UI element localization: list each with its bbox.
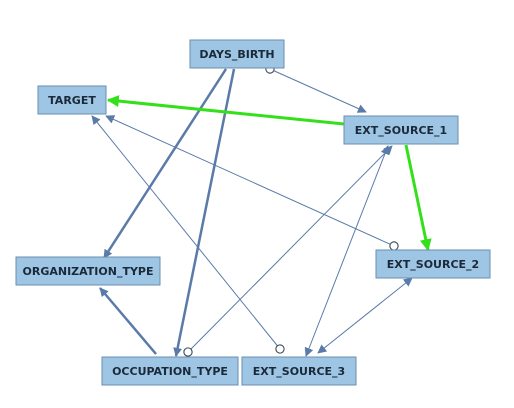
edge-days-birth-to-organization-type bbox=[102, 68, 228, 259]
node-box bbox=[37, 85, 107, 115]
edge-ext-source-2-to-ext-source-3 bbox=[317, 277, 413, 354]
node-label: EXT_SOURCE_3 bbox=[253, 365, 345, 378]
node-box bbox=[343, 115, 459, 145]
node-box bbox=[101, 356, 239, 386]
node-label: TARGET bbox=[48, 94, 96, 107]
node-label: DAYS_BIRTH bbox=[199, 48, 274, 61]
node-box bbox=[241, 356, 357, 386]
edge-occupation-type-to-organization-type bbox=[99, 287, 157, 355]
nodes-layer: DAYS_BIRTH TARGET EXT_SOURCE_1ORGANIZATION… bbox=[15, 39, 491, 386]
node-label: ORGANIZATION_TYPE bbox=[23, 265, 154, 278]
node-label: OCCUPATION_TYPE bbox=[112, 365, 228, 378]
node-box bbox=[15, 256, 161, 286]
node-days-birth[interactable]: DAYS_BIRTH bbox=[189, 39, 285, 69]
node-occupation-type[interactable]: OCCUPATION_TYPE bbox=[101, 356, 239, 386]
node-ext-source-2[interactable]: EXT_SOURCE_2 bbox=[375, 249, 491, 279]
node-label: EXT_SOURCE_2 bbox=[387, 258, 479, 271]
node-target[interactable]: TARGET bbox=[37, 85, 107, 115]
node-ext-source-3[interactable]: EXT_SOURCE_3 bbox=[241, 356, 357, 386]
edges-layer bbox=[91, 64, 432, 357]
node-box bbox=[375, 249, 491, 279]
node-box bbox=[189, 39, 285, 69]
node-organization-type[interactable]: ORGANIZATION_TYPE bbox=[15, 256, 161, 286]
edge-occupation-type-to-ext-source-1 bbox=[183, 145, 393, 357]
node-ext-source-1[interactable]: EXT_SOURCE_1 bbox=[343, 115, 459, 145]
node-label: EXT_SOURCE_1 bbox=[355, 124, 447, 137]
edge-days-birth-to-ext-source-1 bbox=[265, 64, 367, 113]
edge-ext-source-1-to-ext-source-2 bbox=[404, 144, 432, 252]
